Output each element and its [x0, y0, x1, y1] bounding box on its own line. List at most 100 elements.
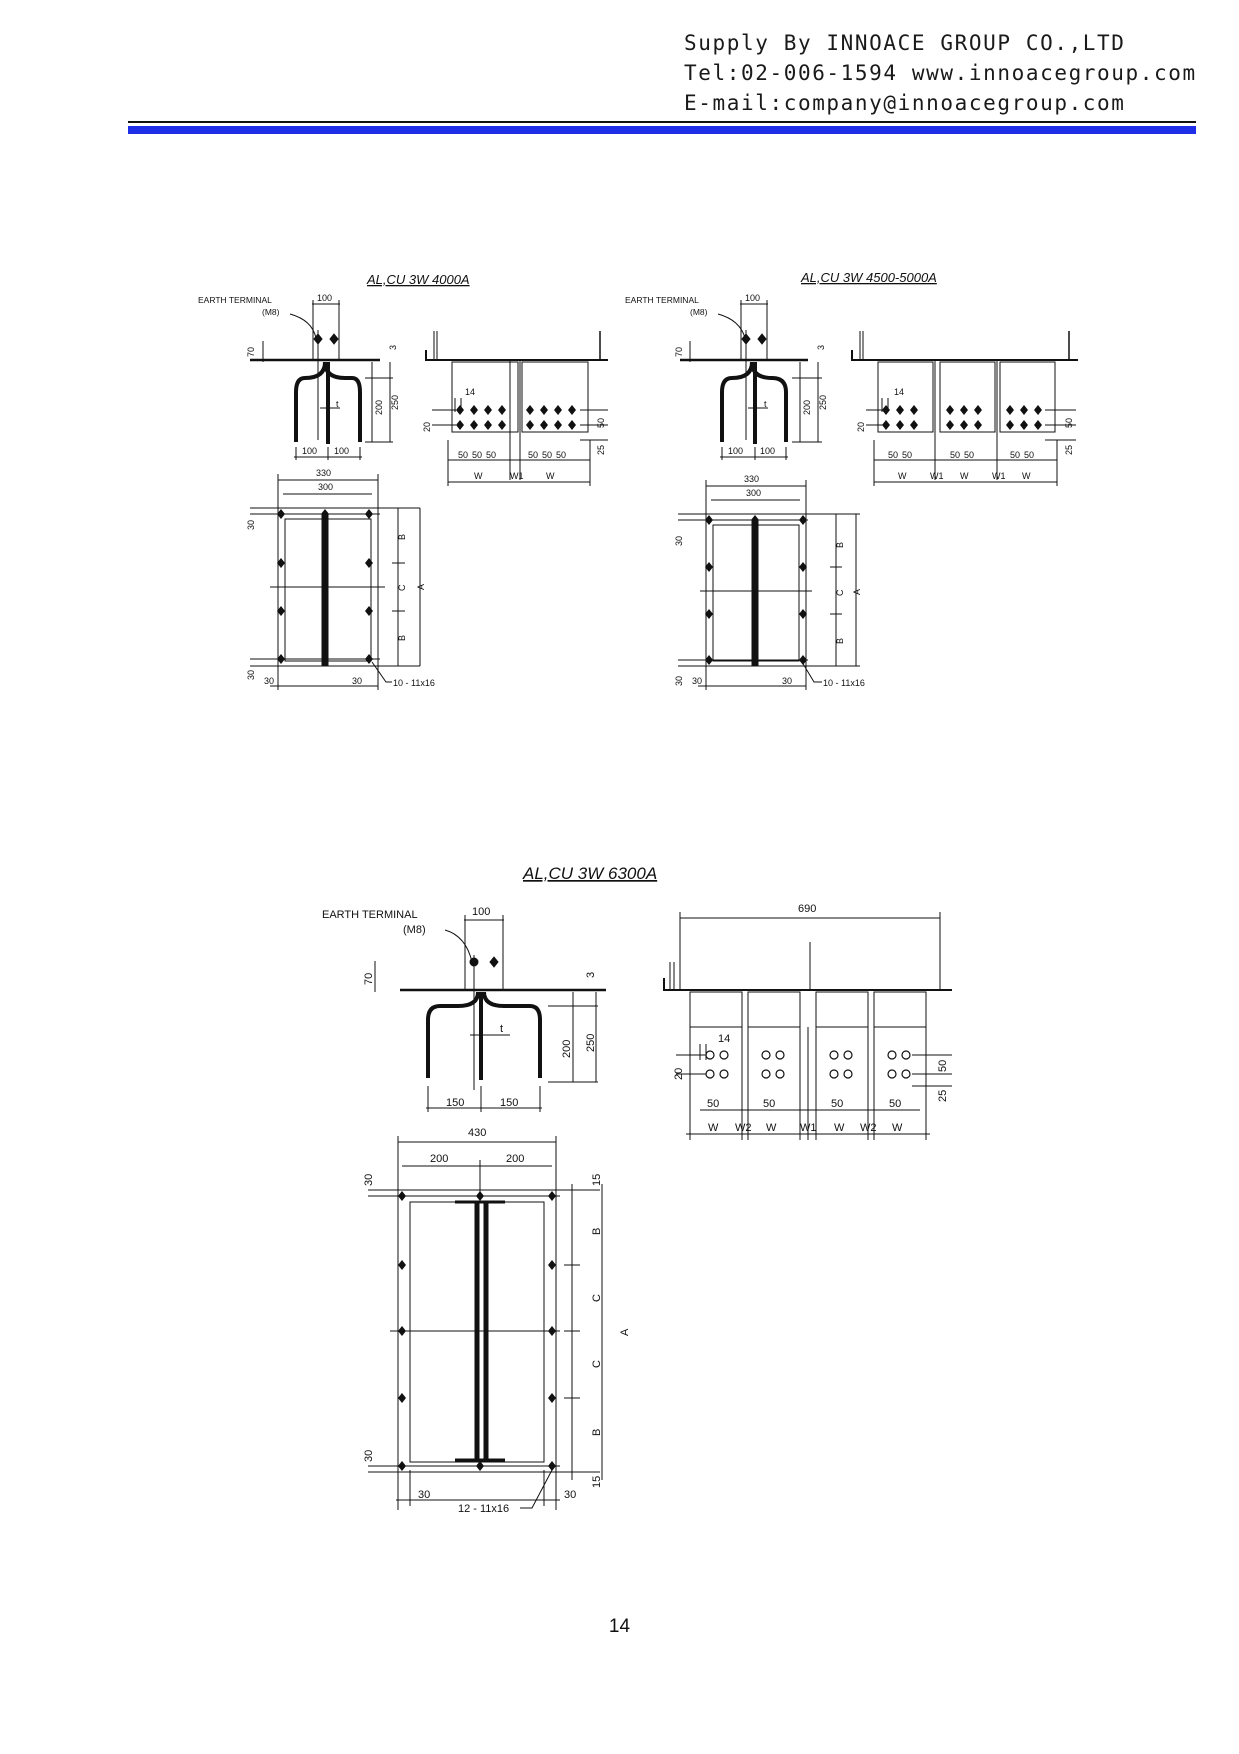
dim-250: 250 — [585, 1034, 597, 1052]
dim-25: 25 — [937, 1090, 949, 1102]
dim-30-right: 30 — [564, 1489, 576, 1501]
dim-30-right: 30 — [782, 676, 792, 686]
dim-50-b6: 50 — [1024, 450, 1034, 460]
page-number: 14 — [608, 1616, 631, 1637]
figure-4500-5000a: AL,CU 3W 4500-5000A EARTH TERMINAL (M8) … — [625, 270, 1078, 690]
dim-50-b2: 50 — [763, 1098, 775, 1110]
dim-3: 3 — [585, 972, 597, 978]
dim-15-bottom: 15 — [591, 1476, 603, 1488]
dim-a: A — [852, 589, 862, 595]
m8-label: (M8) — [262, 307, 280, 317]
dim-200: 200 — [561, 1040, 573, 1058]
dim-50-right: 50 — [596, 418, 606, 428]
dim-t: t — [764, 399, 767, 409]
dim-w-1: W — [708, 1122, 719, 1134]
holes-note: 12 - 11x16 — [458, 1503, 509, 1515]
dim-w-1: W — [474, 471, 483, 481]
dim-w1-2: W1 — [992, 471, 1006, 481]
supply-line: Supply By INNOACE GROUP CO.,LTD — [684, 31, 1126, 55]
figure-4000a: AL,CU 3W 4000A EARTH TERMINAL (M8) 100 7… — [198, 272, 608, 690]
dim-50-b4: 50 — [964, 450, 974, 460]
dim-w1: W1 — [800, 1122, 817, 1134]
dim-15-top: 15 — [591, 1174, 603, 1186]
dim-w-2: W — [546, 471, 555, 481]
dim-w2-1: W2 — [735, 1122, 752, 1134]
dim-430: 430 — [468, 1127, 486, 1139]
dim-300: 300 — [746, 488, 761, 498]
dim-200-left: 200 — [430, 1153, 448, 1165]
dim-30-bottom: 30 — [363, 1450, 375, 1462]
earth-terminal-label: EARTH TERMINAL — [625, 295, 699, 305]
figure-6300a-title: AL,CU 3W 6300A — [522, 864, 657, 883]
dim-250: 250 — [390, 395, 400, 410]
dim-50-b2: 50 — [902, 450, 912, 460]
dim-50-b1: 50 — [888, 450, 898, 460]
dim-b-top: B — [835, 542, 845, 548]
dim-14: 14 — [718, 1033, 730, 1045]
dim-w-1: W — [898, 471, 907, 481]
dim-100-right: 100 — [760, 446, 775, 456]
earth-terminal-label: EARTH TERMINAL — [322, 909, 418, 921]
dim-c: C — [397, 584, 407, 591]
dim-30-left: 30 — [692, 676, 702, 686]
holes-note: 10 - 11x16 — [823, 678, 865, 688]
dim-50-b3: 50 — [486, 450, 496, 460]
dim-50-b6: 50 — [556, 450, 566, 460]
dim-30-bottom: 30 — [246, 670, 256, 680]
dim-3: 3 — [816, 345, 826, 350]
dim-50-b4: 50 — [528, 450, 538, 460]
dim-250: 250 — [818, 395, 828, 410]
dim-w1: W1 — [510, 471, 524, 481]
figure-4000a-title: AL,CU 3W 4000A — [366, 272, 470, 287]
dim-200: 200 — [374, 400, 384, 415]
m8-label: (M8) — [690, 307, 708, 317]
dim-690: 690 — [798, 903, 816, 915]
header-rule-thin — [128, 121, 1196, 123]
dim-c-1: C — [591, 1294, 603, 1302]
dim-30-top: 30 — [363, 1174, 375, 1186]
dim-30-right: 30 — [352, 676, 362, 686]
dim-t: t — [336, 399, 339, 409]
dim-b-bottom: B — [835, 638, 845, 644]
dim-b-bottom: B — [397, 635, 407, 641]
dim-70: 70 — [674, 347, 684, 357]
dim-70: 70 — [363, 973, 375, 985]
dim-20: 20 — [422, 422, 432, 432]
dim-50-b1: 50 — [458, 450, 468, 460]
dim-50-b2: 50 — [472, 450, 482, 460]
dim-w-3: W — [834, 1122, 845, 1134]
figure-4500-5000a-title: AL,CU 3W 4500-5000A — [800, 270, 937, 285]
earth-terminal-label: EARTH TERMINAL — [198, 295, 272, 305]
dim-50-b1: 50 — [707, 1098, 719, 1110]
dim-w-4: W — [892, 1122, 903, 1134]
dim-a: A — [619, 1328, 631, 1336]
header-rule-blue — [128, 126, 1196, 134]
dim-b-top: B — [397, 534, 407, 540]
dim-150-right: 150 — [500, 1097, 518, 1109]
dim-70: 70 — [246, 347, 256, 357]
dim-30-left: 30 — [418, 1489, 430, 1501]
dim-25: 25 — [1064, 445, 1074, 455]
dim-w2-2: W2 — [860, 1122, 877, 1134]
contact-line: Tel:02-006-1594 www.innoacegroup.com — [684, 61, 1197, 85]
dim-100-left: 100 — [728, 446, 743, 456]
dim-100-right: 100 — [334, 446, 349, 456]
dim-w-2: W — [960, 471, 969, 481]
dim-100-left: 100 — [302, 446, 317, 456]
dim-100-top: 100 — [745, 293, 760, 303]
dim-50-right: 50 — [1064, 418, 1074, 428]
email-line: E-mail:company@innoacegroup.com — [684, 91, 1126, 115]
dim-30-bottom: 30 — [674, 676, 684, 686]
dim-50-right: 50 — [937, 1060, 949, 1072]
dim-200-right: 200 — [506, 1153, 524, 1165]
figure-6300a: AL,CU 3W 6300A EARTH TERMINAL (M8) 100 7… — [322, 864, 952, 1515]
dim-w-3: W — [1022, 471, 1031, 481]
dim-a: A — [416, 584, 426, 590]
dim-c-2: C — [591, 1360, 603, 1368]
dim-w1-1: W1 — [930, 471, 944, 481]
dim-50-b5: 50 — [542, 450, 552, 460]
holes-note: 10 - 11x16 — [393, 678, 435, 688]
dim-100-top: 100 — [317, 293, 332, 303]
dim-30-top: 30 — [246, 520, 256, 530]
dim-300: 300 — [318, 482, 333, 492]
